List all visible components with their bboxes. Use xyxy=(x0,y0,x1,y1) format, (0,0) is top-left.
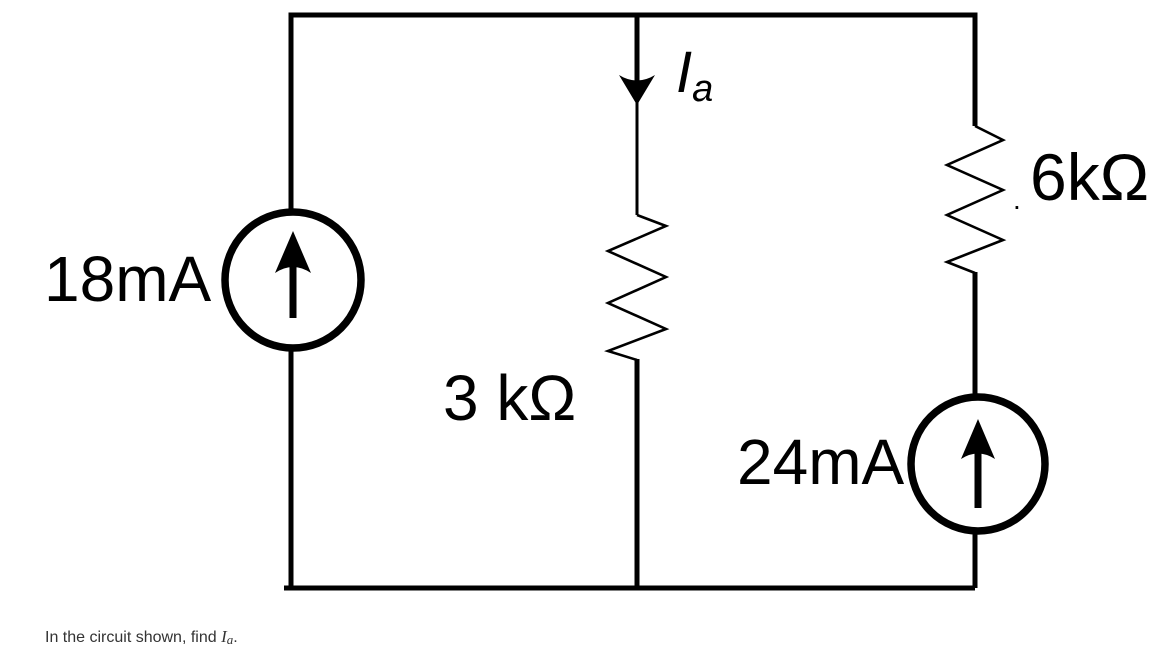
caption-suffix: . xyxy=(233,629,238,646)
source-24ma-label: 24mA xyxy=(737,426,905,498)
wire-top-loop xyxy=(288,12,978,215)
stray-dot: . xyxy=(1013,184,1021,215)
current-ia-label: Ia xyxy=(676,44,714,110)
source-18ma-label: 18mA xyxy=(44,243,212,315)
current-ia-symbol: I xyxy=(676,40,693,105)
current-source-18ma-arrow-icon xyxy=(275,231,311,273)
resistor-6k-zigzag xyxy=(943,124,1007,275)
current-ia-arrow-icon xyxy=(619,75,655,105)
current-source-24ma-arrow-icon xyxy=(961,419,995,459)
caption-prefix: In the circuit shown, find xyxy=(45,629,222,646)
current-ia-subscript: a xyxy=(692,68,714,110)
caption-ia-symbol: I xyxy=(221,627,227,646)
caption-ia-subscript: a xyxy=(226,632,234,647)
caption: In the circuit shown, find Ia. xyxy=(45,627,238,650)
resistor-3k-label: 3 kΩ xyxy=(443,362,577,434)
resistor-3k-zigzag xyxy=(604,213,670,362)
resistor-6k-label: 6kΩ xyxy=(1030,140,1150,214)
